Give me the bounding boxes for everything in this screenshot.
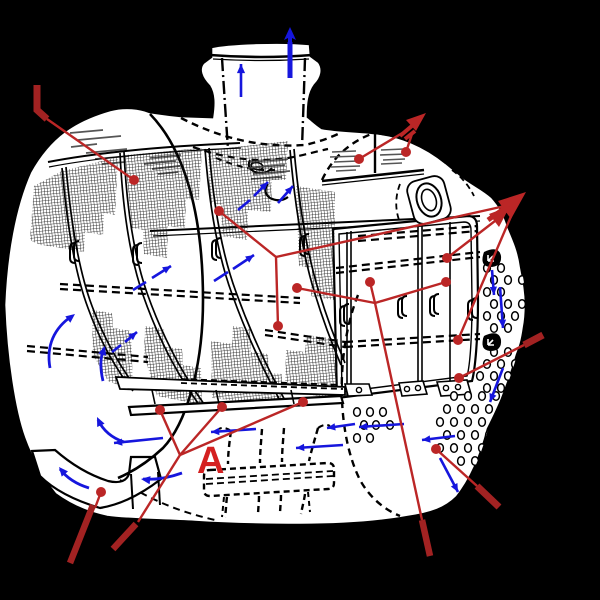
svg-text:A: A <box>197 440 224 482</box>
